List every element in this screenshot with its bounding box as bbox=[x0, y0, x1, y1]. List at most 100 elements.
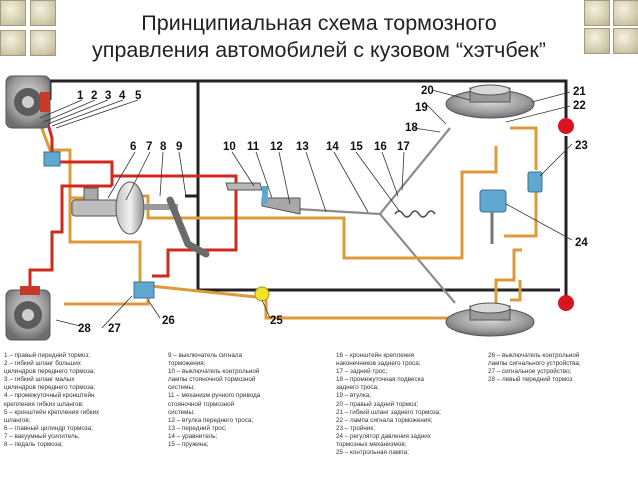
deco-tile bbox=[30, 0, 56, 26]
slide-title: Принципиальная схема тормозного управлен… bbox=[40, 10, 598, 64]
legend-line: 23 – тройник; bbox=[336, 424, 375, 432]
leader-path bbox=[413, 89, 471, 133]
callout-16: 16 bbox=[374, 141, 387, 153]
legend-line: 3 – гибкий шланг малых bbox=[4, 376, 75, 384]
brake-line-path bbox=[28, 184, 112, 286]
legend-line: лампы стояночной тормозной bbox=[168, 376, 256, 384]
front-left-brake bbox=[5, 286, 51, 341]
legend-line: 7 – вакуумный усилитель; bbox=[4, 432, 80, 440]
legend-line: наконечников заднего троса; bbox=[336, 360, 421, 368]
stop-lamp bbox=[558, 118, 574, 134]
callout-25: 25 bbox=[270, 315, 283, 327]
callout-6: 6 bbox=[130, 141, 136, 153]
leader-lines bbox=[39, 89, 573, 329]
legend-line: 1 – правый передний тормоз; bbox=[4, 352, 90, 359]
leader-path bbox=[39, 99, 139, 129]
callout-1: 1 bbox=[77, 90, 84, 102]
callout-2: 2 bbox=[91, 90, 97, 102]
legend-line: 10 – выключатель контрольной bbox=[168, 368, 260, 376]
legend-line: лампы сигнального устройства; bbox=[488, 360, 581, 368]
callout-26: 26 bbox=[162, 315, 175, 327]
callout-19: 19 bbox=[415, 102, 428, 114]
callout-15: 15 bbox=[350, 141, 363, 153]
pressure-regulator bbox=[479, 189, 507, 213]
legend-line: 2 – гибкий шланг больших bbox=[4, 360, 81, 368]
brake-line-path bbox=[510, 280, 522, 302]
legend-line: 22 – лампа сигнала торможения; bbox=[336, 416, 433, 424]
rear-left-brake bbox=[445, 302, 535, 337]
deco-tile bbox=[613, 0, 638, 26]
signal-device bbox=[133, 281, 155, 299]
cable-path bbox=[379, 127, 451, 215]
leader-path bbox=[333, 151, 405, 213]
brake-line-path bbox=[68, 198, 142, 286]
callout-3: 3 bbox=[105, 90, 111, 102]
callout-27: 27 bbox=[108, 323, 121, 335]
handbrake-mechanism bbox=[225, 182, 301, 215]
brake-line-path bbox=[138, 146, 498, 260]
legend-line: 6 – главный цилиндр тормоза; bbox=[4, 424, 93, 432]
deco-tile bbox=[613, 28, 638, 54]
callout-20: 20 bbox=[421, 85, 434, 97]
tee-fitting bbox=[527, 171, 543, 193]
deco-tile bbox=[584, 28, 610, 54]
legend-line: шлангов; bbox=[4, 416, 31, 424]
legend-line: 16 – кронштейн крепления bbox=[336, 352, 415, 359]
electric-wires bbox=[48, 79, 568, 296]
legend-line: 25 – контрольная лампа; bbox=[336, 449, 409, 457]
legend-line: крепления гибких шлангов; bbox=[4, 400, 84, 408]
callout-10: 10 bbox=[223, 141, 236, 153]
master-cylinder-booster bbox=[71, 181, 178, 235]
stop-lamp bbox=[558, 295, 574, 311]
deco-tile bbox=[0, 30, 26, 56]
legend-line: 15 – пружина; bbox=[168, 441, 209, 449]
deco-tile bbox=[30, 30, 56, 56]
brake-schematic: 1 2 3 4 5 6 7 8 9 10 11 12 13 14 15 16 1… bbox=[5, 75, 588, 341]
legend-line: 27 – сигнальное устройство; bbox=[488, 368, 572, 376]
legend-line: 4 – промежуточный кронштейн bbox=[4, 392, 95, 400]
leader-path bbox=[231, 151, 327, 213]
title-line-1: Принципиальная схема тормозного bbox=[141, 11, 497, 35]
legend-line: 26 – выключатель контрольной bbox=[488, 352, 580, 359]
callout-9: 9 bbox=[176, 141, 182, 153]
brake-line-path bbox=[110, 174, 238, 278]
parking-brake-cables bbox=[279, 127, 456, 304]
legend-line: стояночной тормозной bbox=[168, 400, 235, 408]
legend-line: 11 – механизм ручного привода bbox=[168, 392, 261, 400]
legend-column-1: 1 – правый передний тормоз;2 – гибкий шл… bbox=[4, 352, 99, 449]
warning-lamp bbox=[254, 286, 270, 302]
legend-line: тормозных механизмов; bbox=[336, 441, 407, 449]
legend-line: 21 – гибкий шланг заднего тормоза; bbox=[336, 408, 441, 416]
callout-24: 24 bbox=[575, 237, 588, 249]
callout-22: 22 bbox=[573, 100, 586, 112]
callout-23: 23 bbox=[575, 140, 588, 152]
spring bbox=[394, 210, 436, 218]
callout-14: 14 bbox=[326, 141, 339, 153]
callout-11: 11 bbox=[247, 141, 260, 153]
callout-12: 12 bbox=[270, 141, 283, 153]
callout-17: 17 bbox=[397, 141, 410, 153]
legend-line: 9 – выключатель сигнала bbox=[168, 352, 243, 359]
callout-21: 21 bbox=[573, 86, 586, 98]
legend-line: торможения; bbox=[168, 360, 206, 368]
legend-line: цилиндров переднего тормоза; bbox=[4, 368, 96, 376]
brake-line-path bbox=[149, 248, 522, 320]
legend-line: 17 – задний трос; bbox=[336, 368, 388, 376]
legend-line: 14 – уравнитель; bbox=[168, 432, 218, 440]
legend-line: 20 – правый задний тормоз; bbox=[336, 400, 419, 408]
legend-line: 28 – левый передний тормоз bbox=[488, 376, 573, 384]
rear-right-brake bbox=[445, 84, 535, 119]
legend-line: 13 – передний трос; bbox=[168, 424, 227, 432]
callout-28: 28 bbox=[78, 323, 91, 335]
leader-path bbox=[505, 91, 573, 241]
legend-line: системы; bbox=[168, 408, 195, 416]
callout-8: 8 bbox=[160, 141, 167, 153]
brake-line-path bbox=[510, 126, 538, 170]
legend-line: 5 – кронштейн крепления гибких bbox=[4, 408, 100, 416]
brake-line-path bbox=[504, 192, 538, 238]
deco-tile bbox=[584, 0, 610, 26]
title-line-2: управления автомобилей с кузовом “хэтчбе… bbox=[92, 38, 546, 62]
